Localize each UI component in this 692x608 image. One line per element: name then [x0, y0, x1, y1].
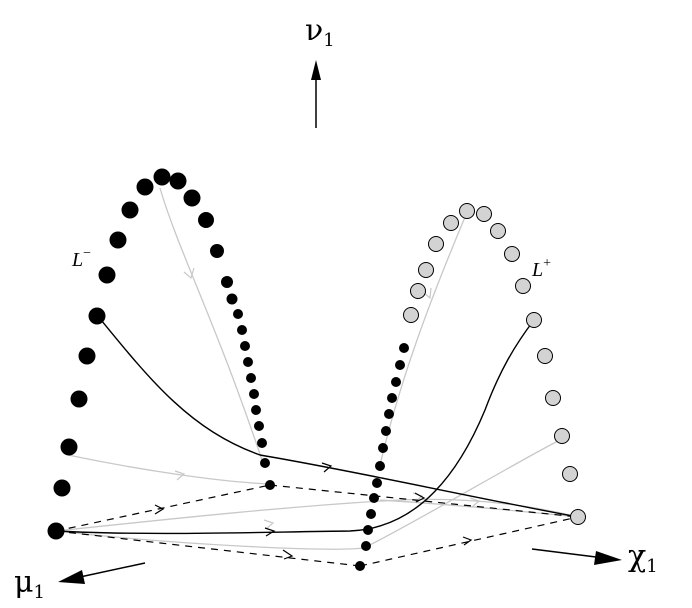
l-minus-label: L− — [71, 246, 91, 271]
black-trajectories — [55, 314, 579, 535]
chi-axis-label: χ1 — [628, 539, 658, 577]
nu-axis-label: ν1 — [305, 13, 335, 51]
dashed-flow-arrows — [154, 492, 473, 560]
start-node — [47, 522, 65, 540]
l-plus-label: L+ — [531, 256, 551, 281]
l-minus-dots — [53, 168, 275, 497]
gray-trajectories — [55, 187, 579, 550]
black-flow-arrows — [264, 462, 333, 537]
l-plus-dots — [403, 203, 586, 525]
gray-flow-arrows — [174, 267, 481, 530]
chi-axis-arrow — [531, 548, 622, 565]
center-dots — [355, 343, 409, 571]
mu-axis-label: μ1 — [14, 565, 45, 603]
nu-axis-arrow — [311, 60, 321, 128]
mu-axis-arrow — [58, 562, 146, 584]
dashed-trajectories — [55, 484, 579, 567]
